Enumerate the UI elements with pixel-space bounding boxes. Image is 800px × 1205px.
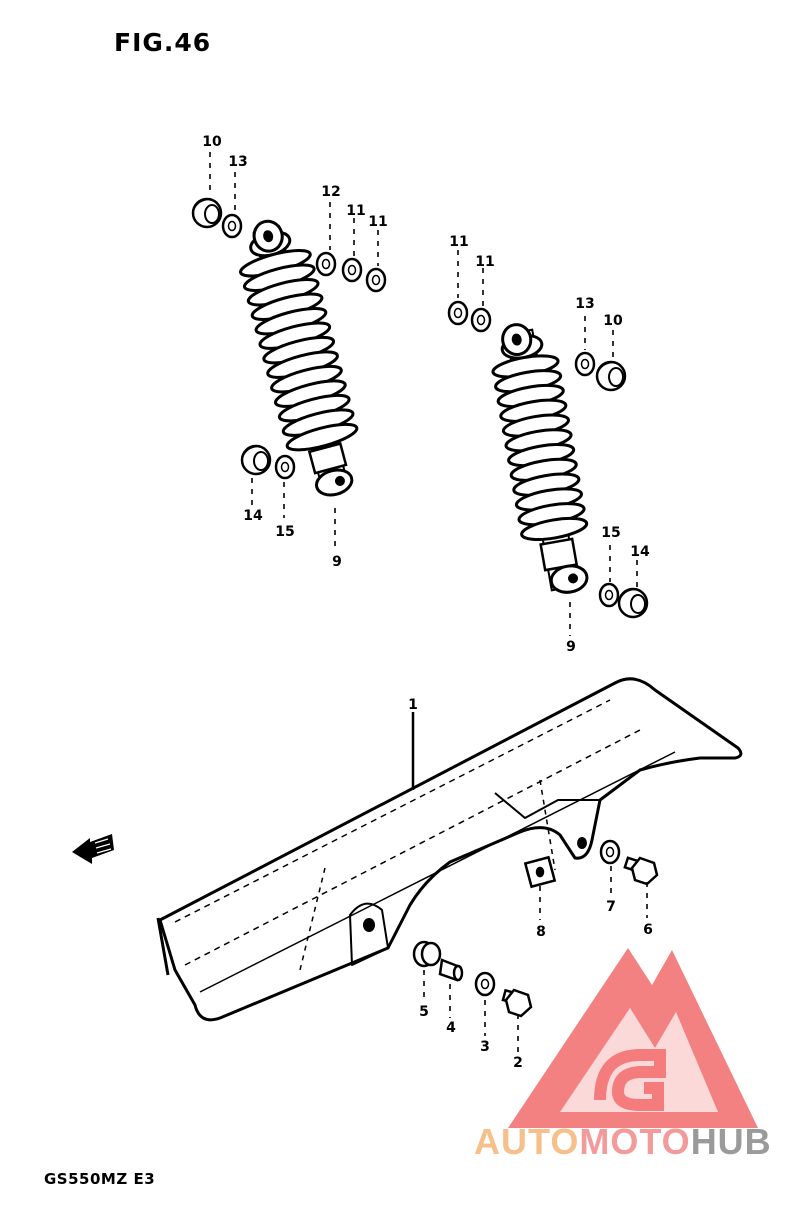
washer-11-b [365, 267, 387, 293]
callout-11-d: 11 [475, 254, 495, 270]
wordmark-part-auto: AUTO [474, 1121, 580, 1162]
callout-15-left: 15 [275, 524, 295, 540]
washer-13-right [574, 351, 596, 377]
callout-5: 5 [419, 1004, 429, 1020]
callout-15-right: 15 [601, 525, 621, 541]
right-shock-absorber [491, 323, 589, 594]
callout-2: 2 [513, 1055, 523, 1071]
washer-13-left [221, 213, 243, 239]
figure-title: FIG.46 [114, 28, 212, 57]
washer-11-d [470, 307, 492, 333]
bolt-6 [623, 856, 659, 886]
bolt-2 [501, 988, 533, 1018]
callout-10-left: 10 [202, 134, 222, 150]
callout-13-left: 13 [228, 154, 248, 170]
washer-3 [474, 971, 496, 997]
washer-15-right [598, 582, 620, 608]
callout-14-right: 14 [630, 544, 650, 560]
callout-1: 1 [408, 697, 418, 713]
callout-12: 12 [321, 184, 341, 200]
cap-nut-10-right [595, 360, 627, 392]
callout-14-left: 14 [243, 508, 263, 524]
nut-14-right [617, 587, 649, 619]
leader-lines [209, 152, 648, 1052]
washer-12 [315, 251, 337, 277]
callout-10-right: 10 [603, 313, 623, 329]
chain-case [156, 677, 743, 1022]
cap-nut-10-left [191, 197, 223, 229]
callout-3: 3 [480, 1039, 490, 1055]
spacer-5 [412, 940, 442, 968]
wordmark-part-moto: MOTO [579, 1121, 691, 1162]
front-direction-arrow-icon [72, 834, 114, 864]
washer-11-c [447, 300, 469, 326]
callout-9-right: 9 [566, 639, 576, 655]
washer-7 [599, 839, 621, 865]
washer-11-a [341, 257, 363, 283]
watermark-wordmark: AUTOMOTOHUB [474, 1121, 772, 1163]
callout-9-left: 9 [332, 554, 342, 570]
callout-6: 6 [643, 922, 653, 938]
callout-8: 8 [536, 924, 546, 940]
callout-13-right: 13 [575, 296, 595, 312]
callout-4: 4 [446, 1020, 456, 1036]
callout-11-c: 11 [449, 234, 469, 250]
nut-14-left [240, 444, 272, 476]
callout-11-a: 11 [346, 203, 366, 219]
wordmark-part-hub: HUB [690, 1121, 772, 1162]
callout-11-b: 11 [368, 214, 388, 230]
case-mounting-hardware [412, 839, 659, 1018]
model-code: GS550MZ E3 [44, 1170, 156, 1188]
washer-15-left [274, 454, 296, 480]
watermark-logo-triangle [508, 948, 758, 1128]
callout-7: 7 [606, 899, 616, 915]
collar-4 [438, 958, 464, 982]
left-shock-absorber [239, 219, 359, 497]
